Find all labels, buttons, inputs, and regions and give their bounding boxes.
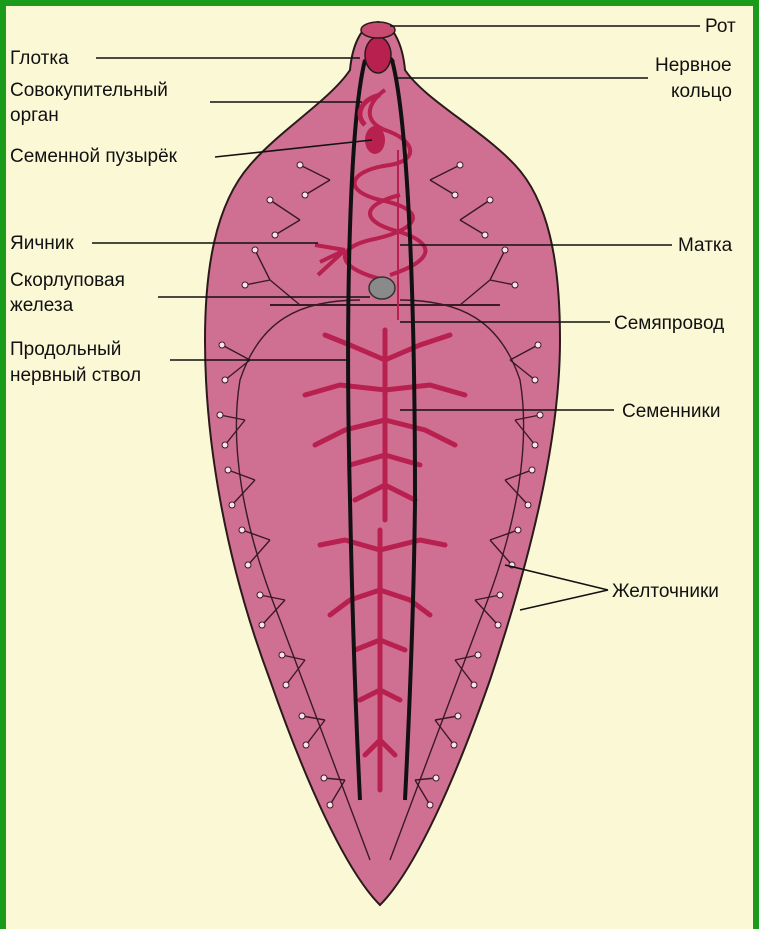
label-seminal-vesicle: Семенной пузырёк <box>10 146 178 167</box>
label-nerve-trunk-line2: нервный ствол <box>10 365 141 386</box>
label-nerve-trunk-line1: Продольный <box>10 339 121 360</box>
mouth <box>361 22 395 38</box>
label-copulatory-organ-line1: Совокупительный <box>10 80 168 101</box>
label-ovary: Яичник <box>10 233 74 254</box>
label-copulatory-organ-line2: орган <box>10 105 59 126</box>
label-uterus: Матка <box>678 235 733 256</box>
label-shell-gland-line1: Скорлуповая <box>10 270 125 291</box>
pharynx <box>365 37 391 73</box>
label-vas-deferens: Семяпровод <box>614 313 724 334</box>
label-shell-gland-line2: железа <box>10 295 74 316</box>
shell-gland <box>369 277 395 299</box>
label-nerve-ring-line1: Нервное <box>655 55 732 76</box>
label-mouth: Рот <box>705 16 736 37</box>
label-pharynx: Глотка <box>10 48 69 69</box>
label-testes: Семенники <box>622 401 720 422</box>
label-vitellaria: Желточники <box>612 581 719 602</box>
label-nerve-ring-line2: кольцо <box>671 81 732 102</box>
